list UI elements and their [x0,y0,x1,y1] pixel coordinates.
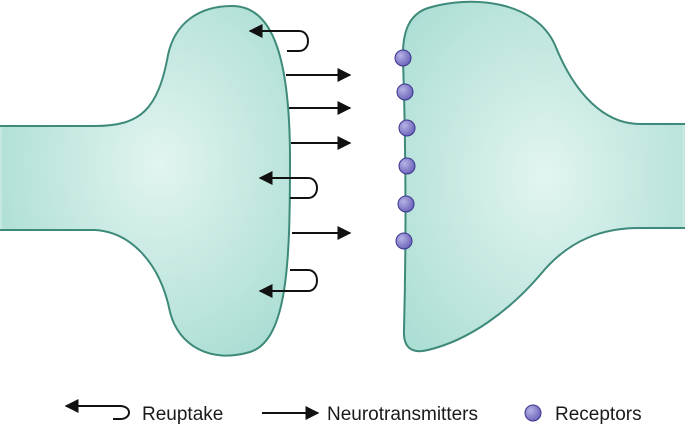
reuptake-arrows [248,24,318,298]
reuptake-arrow-2 [258,171,318,199]
receptors-legend-label: Receptors [555,404,642,425]
presynaptic-membrane [0,4,292,357]
receptor-5 [397,195,415,213]
receptor-3 [398,119,416,137]
reuptake-legend-icon [64,399,130,420]
legend: Reuptake Neurotransmitters Receptors [64,399,642,425]
receptor-legend-icon [524,404,542,422]
receptor-6 [395,232,413,250]
neurotransmitters-legend-label: Neurotransmitters [327,404,478,425]
postsynaptic-membrane [401,0,685,353]
receptor-2 [396,83,414,101]
neurotransmitter-arrows [286,68,352,240]
receptor-1 [394,49,412,67]
presynaptic-terminal [0,4,292,357]
receptor-4 [398,157,416,175]
reuptake-arrow-1 [248,24,309,52]
reuptake-arrow-3 [258,269,318,298]
reuptake-legend-label: Reuptake [142,404,223,425]
receptors [394,49,416,250]
postsynaptic-terminal [401,0,685,353]
